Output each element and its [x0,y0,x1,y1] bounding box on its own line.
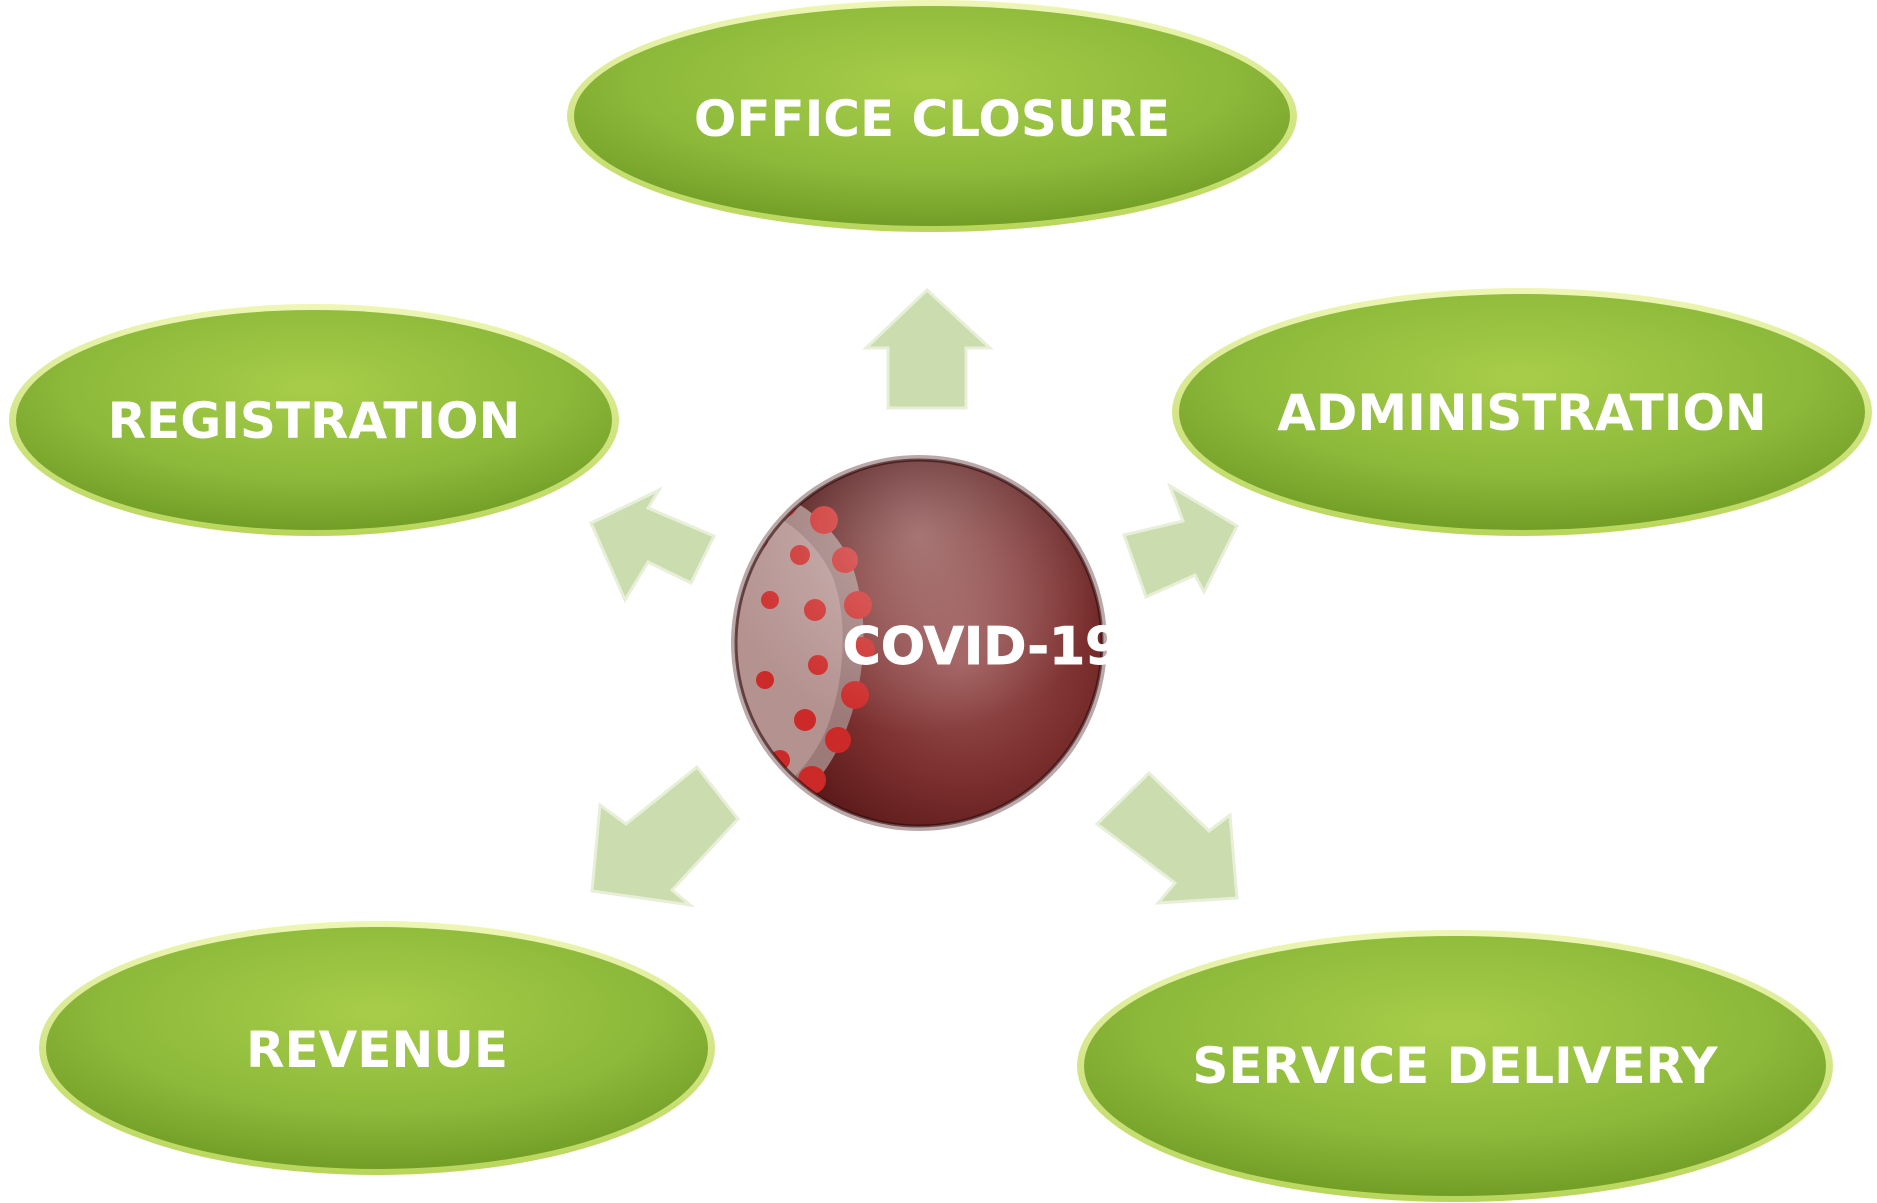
arrow-to-revenue [590,764,740,908]
node-office-closure-label: OFFICE CLOSURE [694,90,1170,148]
node-registration: REGISTRATION [9,304,619,536]
arrow-to-registration [589,486,717,604]
node-office-closure-shape [574,6,1290,226]
node-office-closure: OFFICE CLOSURE [567,0,1297,232]
node-revenue-shape [46,927,708,1169]
node-revenue: REVENUE [39,921,715,1175]
node-administration-shape [1179,294,1865,530]
arrows-group [589,287,1239,908]
node-service-delivery-shape [1084,936,1826,1196]
arrow-to-service-delivery [1094,770,1239,905]
node-administration: ADMINISTRATION [1172,288,1872,536]
center-covid-label: COVID-19 [843,617,1122,677]
center-covid-node: COVID-19 [731,455,1122,831]
node-service-delivery-label: SERVICE DELIVERY [1192,1037,1718,1095]
node-registration-shape [16,310,612,530]
node-administration-label: ADMINISTRATION [1277,384,1767,442]
arrow-to-administration [1122,482,1239,600]
node-registration-label: REGISTRATION [108,392,521,450]
node-service-delivery: SERVICE DELIVERY [1077,930,1833,1202]
arrow-to-office-closure [862,287,994,410]
node-revenue-label: REVENUE [246,1021,508,1079]
